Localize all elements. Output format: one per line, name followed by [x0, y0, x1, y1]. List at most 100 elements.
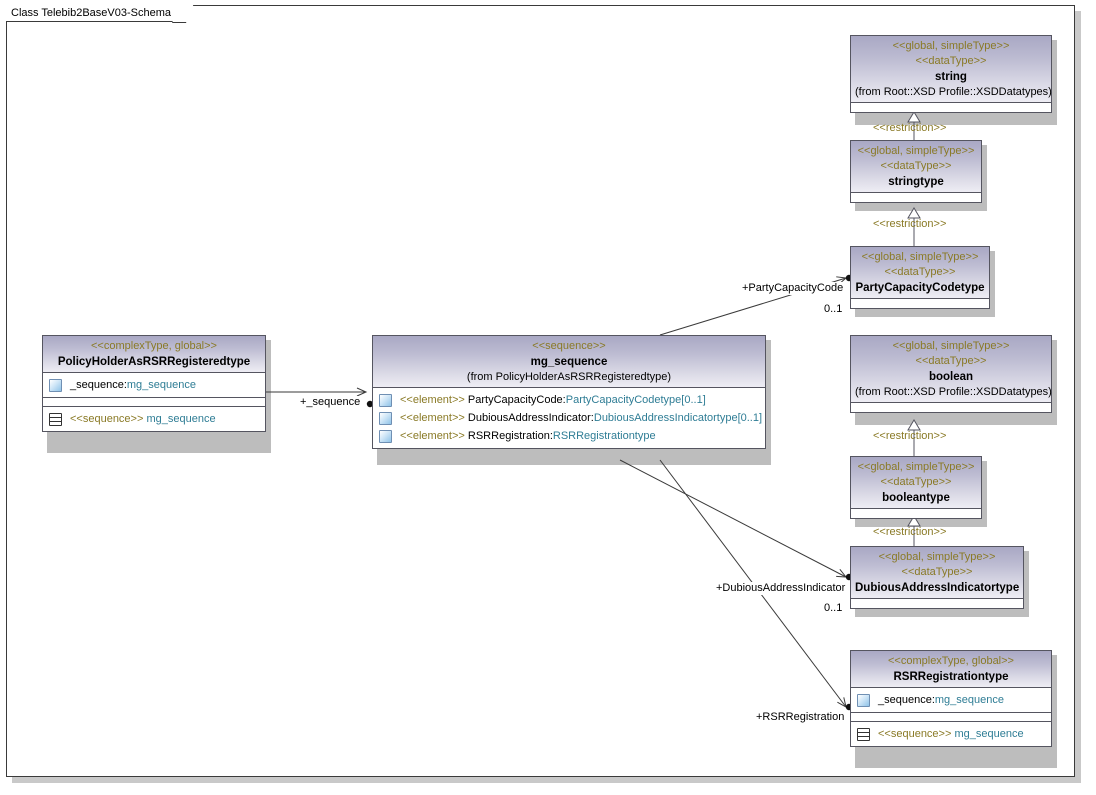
class-name: RSRRegistrationtype — [893, 671, 1009, 683]
operation-name: mg_sequence — [954, 728, 1024, 740]
element-icon — [379, 429, 392, 443]
stereotype-label-2: <<dataType>> — [880, 476, 952, 488]
stereotype-label: <<complexType, global>> — [91, 340, 217, 352]
operation-stereotype: <<sequence>> — [70, 413, 144, 425]
element-multiplicity: [0..1] — [737, 412, 763, 424]
restriction-label-4: <<restriction>> — [873, 526, 947, 538]
stereotype-label: <<global, simpleType>> — [878, 551, 996, 563]
empty-compartment — [851, 103, 1051, 112]
empty-compartment — [851, 193, 981, 202]
class-namespace: (from PolicyHolderAsRSRRegisteredtype) — [466, 371, 672, 383]
operations-compartment: <<sequence>> mg_sequence — [851, 722, 1051, 746]
elements-compartment: <<element>> PartyCapacityCode:PartyCapac… — [373, 388, 765, 448]
class-name: DubiousAddressIndicatortype — [855, 582, 1020, 594]
empty-compartment — [851, 713, 1051, 722]
element-icon — [379, 411, 392, 425]
sequence-icon — [49, 412, 62, 426]
class-name: PolicyHolderAsRSRRegisteredtype — [57, 356, 251, 368]
class-node-stringtype[interactable]: <<global, simpleType>> <<dataType>> stri… — [850, 140, 982, 203]
class-name: string — [935, 71, 967, 83]
association-label-sequence: +_sequence — [300, 396, 361, 409]
element-type: DubiousAddressIndicatortype — [593, 412, 738, 424]
class-header-mgsequence: <<sequence>> mg_sequence (from PolicyHol… — [373, 336, 765, 388]
element-type: PartyCapacityCodetype — [565, 394, 682, 406]
element-stereotype: <<element>> — [400, 430, 465, 442]
class-header-booleantype: <<global, simpleType>> <<dataType>> bool… — [851, 457, 981, 509]
attribute-type: mg_sequence — [126, 379, 196, 391]
empty-compartment — [851, 599, 1023, 608]
class-node-policyholder[interactable]: <<complexType, global>> PolicyHolderAsRS… — [42, 335, 266, 432]
restriction-label-2: <<restriction>> — [873, 218, 947, 230]
class-name: PartyCapacityCodetype — [855, 282, 985, 294]
class-header-dubiousaddressindicatortype: <<global, simpleType>> <<dataType>> Dubi… — [851, 547, 1023, 599]
class-node-booleantype[interactable]: <<global, simpleType>> <<dataType>> bool… — [850, 456, 982, 519]
operation-stereotype: <<sequence>> — [878, 728, 952, 740]
attribute-name: _sequence: — [878, 694, 935, 706]
association-label-dubiousaddressindicator: +DubiousAddressIndicator — [716, 582, 846, 595]
element-name: DubiousAddressIndicator: — [467, 412, 594, 424]
class-node-boolean[interactable]: <<global, simpleType>> <<dataType>> bool… — [850, 335, 1052, 413]
association-label-partycapacitycode: +PartyCapacityCode — [742, 282, 844, 295]
element-row[interactable]: <<element>> RSRRegistration:RSRRegistrat… — [373, 427, 765, 445]
element-row[interactable]: <<element>> PartyCapacityCode:PartyCapac… — [373, 391, 765, 409]
class-name: booleantype — [882, 492, 950, 504]
stereotype-label: <<global, simpleType>> — [861, 251, 979, 263]
operation-row[interactable]: <<sequence>> mg_sequence — [851, 725, 1051, 743]
stereotype-label-2: <<dataType>> — [915, 355, 987, 367]
multiplicity-dubiousaddressindicator: 0..1 — [824, 602, 843, 615]
operations-compartment: <<sequence>> mg_sequence — [43, 407, 265, 431]
attributes-compartment: _sequence:mg_sequence — [851, 688, 1051, 713]
stereotype-label-2: <<dataType>> — [915, 55, 987, 67]
multiplicity-partycapacitycode: 0..1 — [824, 303, 843, 316]
stereotype-label: <<sequence>> — [532, 340, 606, 352]
attribute-icon — [857, 693, 870, 707]
attributes-compartment: _sequence:mg_sequence — [43, 373, 265, 398]
element-name: RSRRegistration: — [467, 430, 553, 442]
operation-row[interactable]: <<sequence>> mg_sequence — [43, 410, 265, 428]
class-name: stringtype — [888, 176, 944, 188]
class-header-stringtype: <<global, simpleType>> <<dataType>> stri… — [851, 141, 981, 193]
association-label-rsrregistration: +RSRRegistration — [756, 711, 845, 724]
class-name: boolean — [928, 371, 974, 383]
class-node-mgsequence[interactable]: <<sequence>> mg_sequence (from PolicyHol… — [372, 335, 766, 449]
sequence-icon — [857, 727, 870, 741]
class-namespace: (from Root::XSD Profile::XSDDatatypes) — [855, 86, 1052, 98]
element-stereotype: <<element>> — [400, 394, 465, 406]
element-row[interactable]: <<element>> DubiousAddressIndicator:Dubi… — [373, 409, 765, 427]
class-node-dubiousaddressindicatortype[interactable]: <<global, simpleType>> <<dataType>> Dubi… — [850, 546, 1024, 609]
class-node-partycapacitycodetype[interactable]: <<global, simpleType>> <<dataType>> Part… — [850, 246, 990, 309]
stereotype-label-2: <<dataType>> — [901, 566, 973, 578]
attribute-row[interactable]: _sequence:mg_sequence — [851, 691, 1051, 709]
class-name: mg_sequence — [530, 356, 608, 368]
attribute-name: _sequence: — [70, 379, 127, 391]
stereotype-label: <<global, simpleType>> — [857, 145, 975, 157]
restriction-label-1: <<restriction>> — [873, 122, 947, 134]
element-multiplicity: [0..1] — [681, 394, 706, 406]
stereotype-label: <<complexType, global>> — [888, 655, 1014, 667]
empty-compartment — [851, 299, 989, 308]
attribute-icon — [49, 378, 62, 392]
class-node-rsrregistrationtype[interactable]: <<complexType, global>> RSRRegistrationt… — [850, 650, 1052, 747]
class-header-rsrregistrationtype: <<complexType, global>> RSRRegistrationt… — [851, 651, 1051, 688]
class-namespace: (from Root::XSD Profile::XSDDatatypes) — [855, 386, 1052, 398]
operation-name: mg_sequence — [146, 413, 216, 425]
element-stereotype: <<element>> — [400, 412, 465, 424]
class-header-partycapacitycodetype: <<global, simpleType>> <<dataType>> Part… — [851, 247, 989, 299]
stereotype-label: <<global, simpleType>> — [892, 340, 1010, 352]
empty-compartment — [851, 403, 1051, 412]
class-header-string: <<global, simpleType>> <<dataType>> stri… — [851, 36, 1052, 103]
empty-compartment — [43, 398, 265, 407]
diagram-frame-label: Class Telebib2BaseV03-Schema — [6, 5, 186, 22]
class-node-string[interactable]: <<global, simpleType>> <<dataType>> stri… — [850, 35, 1052, 113]
empty-compartment — [851, 509, 981, 518]
element-icon — [379, 393, 392, 407]
stereotype-label: <<global, simpleType>> — [857, 461, 975, 473]
stereotype-label: <<global, simpleType>> — [892, 40, 1010, 52]
element-type: RSRRegistrationtype — [552, 430, 656, 442]
attribute-row[interactable]: _sequence:mg_sequence — [43, 376, 265, 394]
stereotype-label-2: <<dataType>> — [880, 160, 952, 172]
element-name: PartyCapacityCode: — [467, 394, 566, 406]
attribute-type: mg_sequence — [934, 694, 1004, 706]
class-header-boolean: <<global, simpleType>> <<dataType>> bool… — [851, 336, 1052, 403]
